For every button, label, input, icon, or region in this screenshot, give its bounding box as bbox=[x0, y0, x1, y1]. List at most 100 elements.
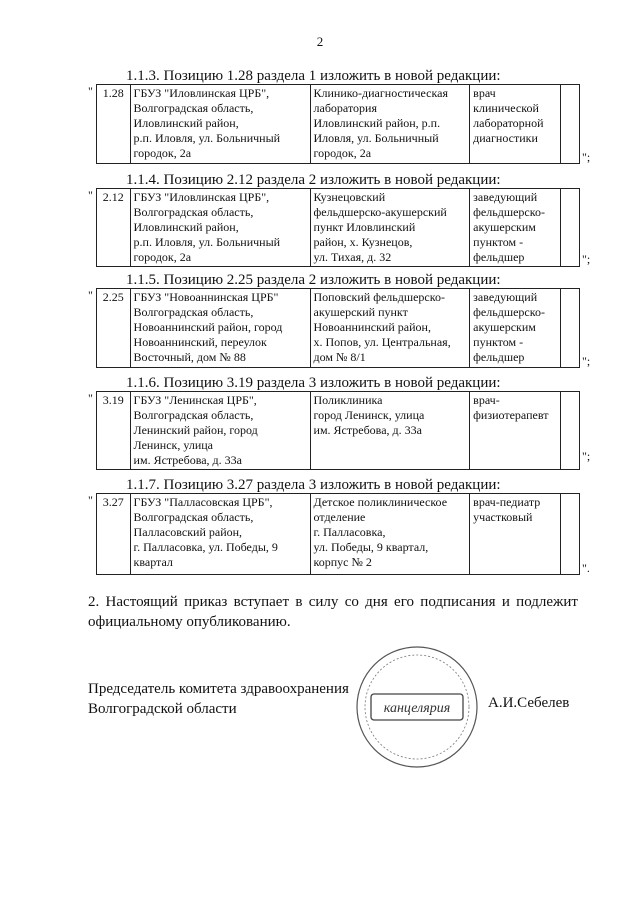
section-heading: 1.1.4. Позицию 2.12 раздела 2 изложить в… bbox=[126, 172, 501, 188]
organization-cell-line: им. Ястребова, д. 33а bbox=[133, 453, 242, 467]
organization-cell-line: Иловлинский район, bbox=[133, 220, 239, 234]
empty-cell bbox=[559, 493, 581, 575]
location-cell-line: акушерский пункт bbox=[313, 305, 408, 319]
job-title-cell-line: врач-педиатр bbox=[473, 495, 541, 509]
location-cell-line: Поповский фельдшерско- bbox=[313, 290, 445, 304]
organization-cell-line: Волгоградская область, bbox=[133, 305, 254, 319]
section-heading: 1.1.6. Позицию 3.19 раздела 3 изложить в… bbox=[126, 375, 501, 391]
organization-cell-line: Новоаннинский район, город bbox=[133, 320, 283, 334]
close-quote: "; bbox=[582, 449, 591, 463]
organization-cell-line: р.п. Иловля, ул. Больничный bbox=[133, 235, 281, 249]
open-quote: " bbox=[88, 493, 93, 507]
job-title-cell-line: акушерским bbox=[473, 320, 536, 334]
organization-cell-line: ГБУЗ "Иловлинская ЦРБ", bbox=[133, 190, 270, 204]
organization-cell-line: ГБУЗ "Новоаннинская ЦРБ" bbox=[133, 290, 279, 304]
location-cell-line: корпус № 2 bbox=[313, 555, 372, 569]
signatory-title-line-1: Председатель комитета здравоохранения bbox=[88, 681, 349, 697]
office-stamp: канцелярия bbox=[356, 646, 478, 768]
organization-cell-line: Ленинск, улица bbox=[133, 438, 213, 452]
job-title-cell-line: заведующий bbox=[473, 290, 538, 304]
section-heading: 1.1.7. Позицию 3.27 раздела 3 изложить в… bbox=[126, 477, 501, 493]
position-number: 3.27 bbox=[96, 493, 131, 575]
organization-cell-line: квартал bbox=[133, 555, 173, 569]
empty-cell bbox=[559, 84, 581, 164]
empty-cell bbox=[559, 391, 581, 470]
job-title-cell-line: врач bbox=[473, 86, 496, 100]
position-number: 1.28 bbox=[96, 84, 131, 164]
organization-cell-line: р.п. Иловля, ул. Больничный bbox=[133, 131, 281, 145]
open-quote: " bbox=[88, 188, 93, 202]
location-cell-line: фельдшерско-акушерский bbox=[313, 205, 447, 219]
job-title-cell-line: фельдшерско- bbox=[473, 205, 545, 219]
position-number: 3.19 bbox=[96, 391, 131, 470]
close-quote: ". bbox=[582, 561, 590, 575]
close-quote: "; bbox=[582, 252, 591, 266]
page-number: 2 bbox=[316, 34, 324, 49]
location-cell-line: г. Палласовка, bbox=[313, 525, 386, 539]
stamp-text: канцелярия bbox=[384, 701, 450, 716]
organization-cell-line: городок, 2а bbox=[133, 250, 192, 264]
location-cell-line: Клинико-диагностическая bbox=[313, 86, 448, 100]
job-title-cell-line: лабораторной bbox=[473, 116, 544, 130]
organization-cell-line: Восточный, дом № 88 bbox=[133, 350, 246, 364]
organization-cell-line: г. Палласовка, ул. Победы, 9 bbox=[133, 540, 278, 554]
location-cell-line: х. Попов, ул. Центральная, bbox=[313, 335, 451, 349]
signatory-title: Председатель комитета здравоохранения Во… bbox=[88, 679, 349, 719]
job-title-cell-line: заведующий bbox=[473, 190, 538, 204]
location-cell-line: Поликлиника bbox=[313, 393, 383, 407]
organization-cell: ГБУЗ "Иловлинская ЦРБ",Волгоградская обл… bbox=[129, 84, 311, 164]
organization-cell-line: Волгоградская область, bbox=[133, 101, 254, 115]
location-cell-line: ул. Победы, 9 квартал, bbox=[313, 540, 429, 554]
empty-cell bbox=[559, 288, 581, 368]
position-number: 2.12 bbox=[96, 188, 131, 267]
job-title-cell-line: диагностики bbox=[473, 131, 538, 145]
location-cell-line: город Ленинск, улица bbox=[313, 408, 425, 422]
organization-cell-line: Палласовский район, bbox=[133, 525, 243, 539]
location-cell-line: Иловля, ул. Больничный bbox=[313, 131, 439, 145]
job-title-cell-line: клинической bbox=[473, 101, 539, 115]
organization-cell-line: Иловлинский район, bbox=[133, 116, 239, 130]
location-cell-line: пункт Иловлинский bbox=[313, 220, 416, 234]
job-title-cell-line: участковый bbox=[473, 510, 533, 524]
location-cell-line: Новоаннинский район, bbox=[313, 320, 431, 334]
organization-cell-line: Волгоградская область, bbox=[133, 205, 254, 219]
empty-cell bbox=[559, 188, 581, 267]
section-heading: 1.1.5. Позицию 2.25 раздела 2 изложить в… bbox=[126, 272, 501, 288]
organization-cell-line: Новоаннинский, переулок bbox=[133, 335, 267, 349]
job-title-cell-line: фельдшер bbox=[473, 250, 525, 264]
job-title-cell-line: фельдшер bbox=[473, 350, 525, 364]
signatory-name: А.И.Себелев bbox=[488, 695, 570, 711]
job-title-cell-line: пунктом - bbox=[473, 335, 524, 349]
location-cell-line: Иловлинский район, р.п. bbox=[313, 116, 441, 130]
job-title-cell-line: пунктом - bbox=[473, 235, 524, 249]
organization-cell-line: Волгоградская область, bbox=[133, 510, 254, 524]
job-title-cell: врач-физиотерапевт bbox=[469, 391, 561, 470]
closing-paragraph: 2. Настоящий приказ вступает в силу со д… bbox=[88, 594, 578, 630]
location-cell-line: район, х. Кузнецов, bbox=[313, 235, 413, 249]
organization-cell-line: ГБУЗ "Палласовская ЦРБ", bbox=[133, 495, 273, 509]
organization-cell: ГБУЗ "Новоаннинская ЦРБ"Волгоградская об… bbox=[129, 288, 311, 368]
open-quote: " bbox=[88, 391, 93, 405]
section-heading: 1.1.3. Позицию 1.28 раздела 1 изложить в… bbox=[126, 68, 501, 84]
organization-cell-line: Ленинский район, город bbox=[133, 423, 258, 437]
organization-cell: ГБУЗ "Палласовская ЦРБ",Волгоградская об… bbox=[129, 493, 311, 575]
organization-cell: ГБУЗ "Ленинская ЦРБ",Волгоградская облас… bbox=[129, 391, 311, 470]
location-cell-line: Детское поликлиническое bbox=[313, 495, 448, 509]
job-title-cell-line: врач- bbox=[473, 393, 500, 407]
organization-cell-line: городок, 2а bbox=[133, 146, 192, 160]
